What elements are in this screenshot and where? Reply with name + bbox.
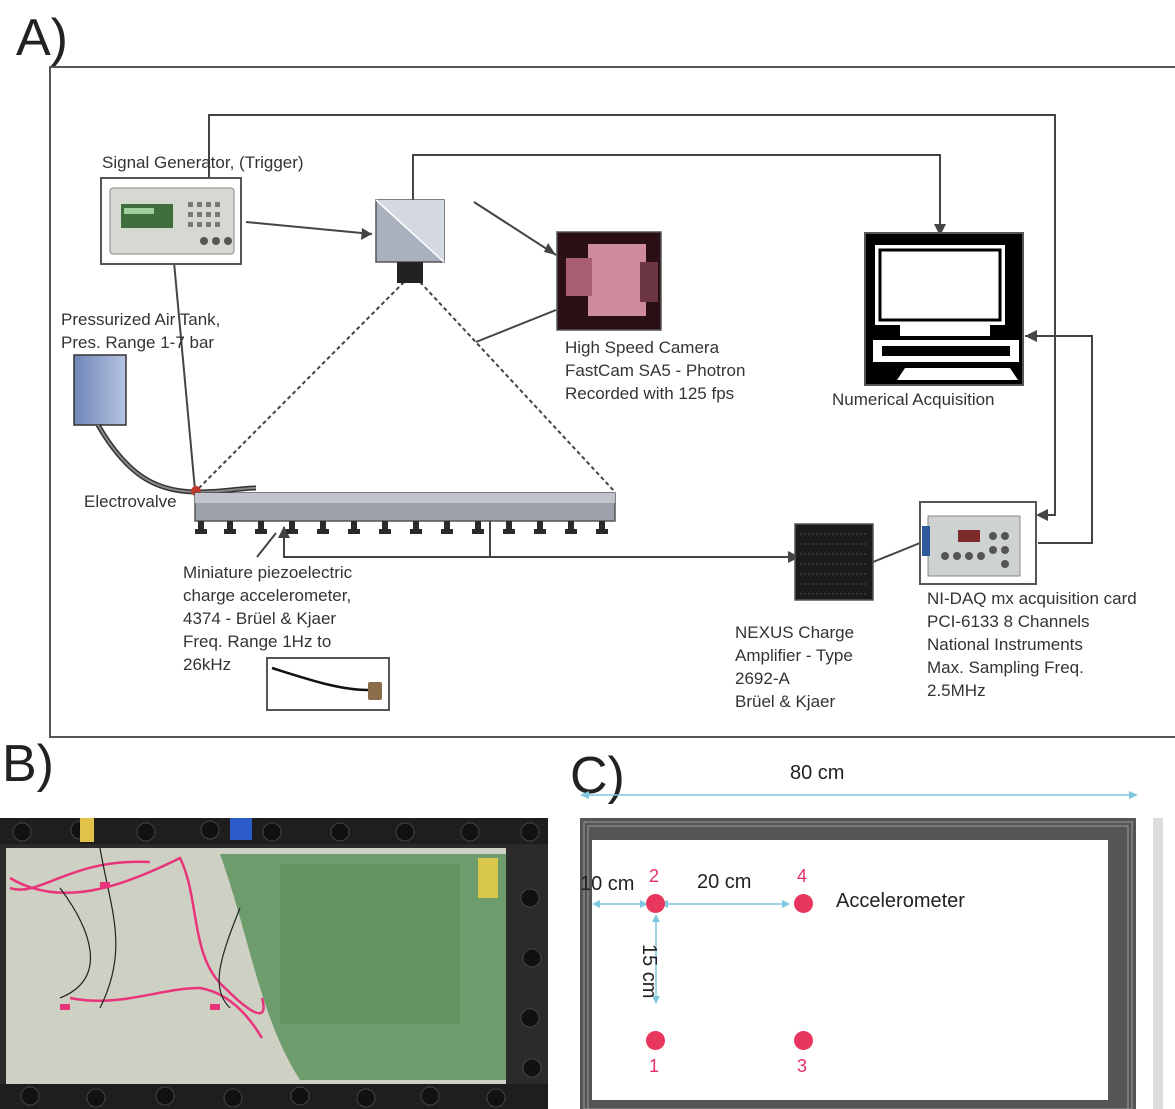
plate-photo — [0, 818, 548, 1109]
wiring — [173, 114, 1093, 563]
high-speed-camera-icon — [556, 231, 662, 331]
beam-splitter-icon — [375, 199, 445, 283]
test-plate — [194, 492, 616, 534]
point-1-label: 1 — [649, 1056, 660, 1076]
accelerometer-point-1 — [646, 1031, 665, 1050]
spacing-y-label: 15 cm — [638, 944, 660, 999]
charge-amplifier-icon — [794, 523, 874, 601]
daq-label: NI-DAQ mx acquisition card PCI-6133 8 Ch… — [927, 589, 1137, 700]
setup-schematic — [49, 66, 1175, 738]
accelerometer-point-3 — [794, 1031, 813, 1050]
signal-generator-icon — [100, 177, 242, 265]
air-tank-icon — [73, 354, 127, 426]
accelerometer-photo — [266, 657, 390, 711]
layout-diagram — [580, 791, 1163, 1109]
accelerometer-markers — [195, 521, 608, 534]
computer-icon — [864, 232, 1024, 386]
schematic-frame — [49, 66, 1175, 738]
accelerometer-point-2 — [646, 894, 665, 913]
arrowheads — [278, 224, 1048, 563]
plate-interior — [592, 840, 1108, 1100]
point-4-label: 4 — [797, 866, 808, 886]
air-tank-label: Pressurized Air Tank, Pres. Range 1-7 ba… — [61, 310, 221, 352]
width-label: 80 cm — [790, 762, 845, 784]
daq-card-icon — [919, 501, 1037, 585]
camera-field-of-view — [194, 281, 616, 493]
offset-label: 10 cm — [580, 873, 635, 895]
point-3-label: 3 — [797, 1056, 808, 1076]
signal-generator-label: Signal Generator, (Trigger) — [102, 153, 304, 172]
acquisition-label: Numerical Acquisition — [832, 390, 995, 409]
legend-label: Accelerometer — [836, 890, 965, 912]
air-hose-highlight — [97, 424, 257, 494]
panel-a-letter: A) — [16, 9, 68, 67]
point-2-label: 2 — [649, 866, 660, 886]
accelerometer-point-4 — [794, 894, 813, 913]
panel-c-letter: C) — [570, 747, 625, 805]
amplifier-label: NEXUS Charge Amplifier - Type 2692-A Brü… — [735, 623, 855, 711]
panel-b-letter: B) — [2, 735, 54, 793]
spacing-x-label: 20 cm — [697, 871, 752, 893]
camera-label: High Speed Camera FastCam SA5 - Photron … — [565, 338, 746, 403]
accelerometer-label: Miniature piezoelectric charge accelerom… — [183, 563, 353, 674]
electrovalve-label: Electrovalve — [84, 492, 177, 511]
